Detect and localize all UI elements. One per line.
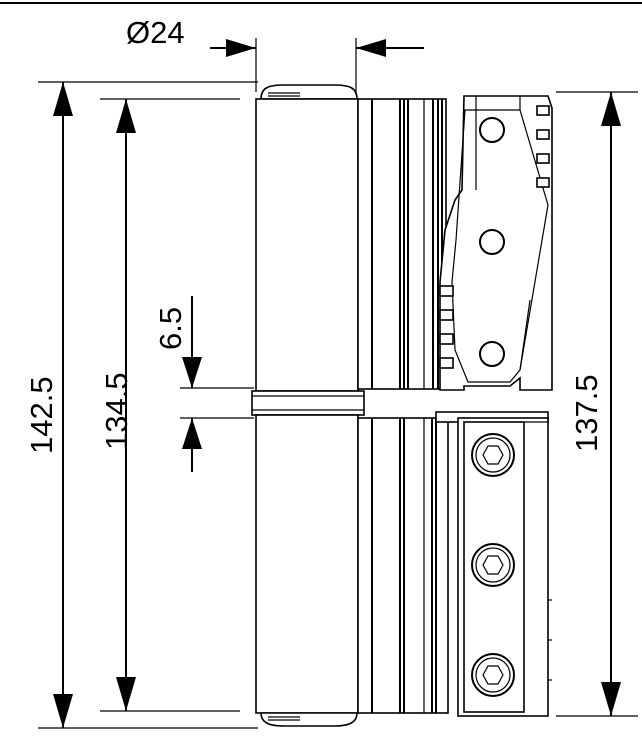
overall-height-dimension: 142.5 [24, 81, 258, 729]
diameter-dimension: Ø24 [126, 15, 424, 92]
adjustment-hole-middle [479, 229, 505, 255]
upper-leaf [357, 98, 447, 390]
frame-height-label: 137.5 [569, 374, 604, 452]
adjustment-hole-top [479, 117, 505, 143]
frame-height-dimension: 137.5 [556, 91, 638, 717]
hinge-barrel [251, 84, 365, 727]
barrel-height-label: 134.5 [99, 372, 134, 450]
knuckle-gap-dimension: 6.5 [153, 296, 254, 472]
overall-height-label: 142.5 [24, 376, 59, 454]
barrel-height-dimension: 134.5 [99, 98, 240, 712]
screw-plate [435, 411, 552, 717]
lower-leaf [357, 417, 449, 714]
adjustment-block [439, 95, 553, 391]
hex-screw-top [471, 433, 515, 477]
knuckle-gap-label: 6.5 [153, 307, 188, 350]
adjustment-hole-bottom [479, 341, 505, 367]
diameter-label: Ø24 [126, 15, 185, 50]
hex-screw-bottom [471, 653, 515, 697]
hex-screw-middle [471, 543, 515, 587]
